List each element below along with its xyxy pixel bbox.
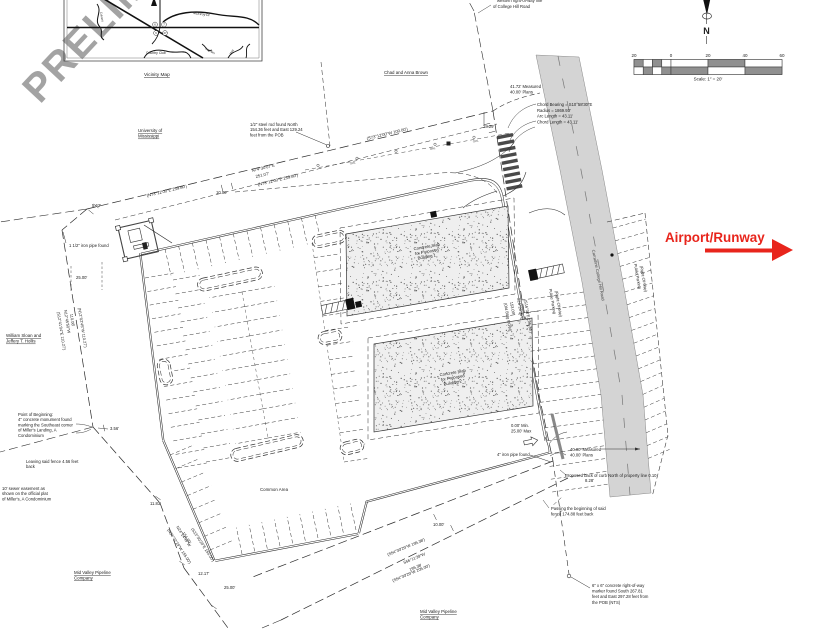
svg-text:8.28': 8.28' (585, 478, 594, 483)
svg-text:5.62': 5.62' (92, 203, 101, 208)
svg-text:40.00' Measured: 40.00' Measured (570, 447, 602, 452)
svg-text:Hwy: Hwy (228, 48, 235, 55)
svg-text:Laghlan: Laghlan (205, 46, 217, 55)
svg-text:feet from the POB: feet from the POB (250, 132, 284, 137)
svg-text:251.07′: 251.07′ (255, 171, 270, 179)
svg-text:western right-of-way line: western right-of-way line (497, 0, 543, 3)
svg-text:Concrete Slab: Concrete Slab (439, 368, 467, 378)
svg-text:N12°45′50″W: N12°45′50″W (63, 309, 72, 333)
svg-text:6: 6 (155, 31, 157, 35)
svg-text:of Miller's Landing, A: of Miller's Landing, A (18, 428, 57, 433)
svg-text:Chad and Anna Brown: Chad and Anna Brown (384, 70, 428, 75)
svg-text:Arc Length = 43.11′: Arc Length = 43.11′ (537, 114, 573, 119)
svg-text:William Sloan and: William Sloan and (6, 333, 42, 338)
svg-text:154.60′: 154.60′ (181, 531, 192, 545)
svg-text:of Miller's, A Condominium: of Miller's, A Condominium (2, 496, 52, 501)
svg-text:10.00': 10.00' (433, 522, 444, 527)
svg-text:0.00' Min.: 0.00' Min. (511, 423, 529, 428)
svg-text:Scale: 1″ = 20': Scale: 1″ = 20' (694, 77, 723, 82)
svg-text:110.08′: 110.08′ (69, 313, 76, 327)
svg-text:1 1/2" iron pipe found: 1 1/2" iron pipe found (69, 243, 109, 248)
svg-text:4" iron pipe found: 4" iron pipe found (497, 452, 530, 457)
svg-text:Condominium: Condominium (18, 433, 44, 438)
svg-text:marking the Southeast corner: marking the Southeast corner (18, 422, 74, 427)
svg-text:(S16°30′E 196.30′): (S16°30′E 196.30′) (523, 299, 534, 333)
svg-text:Chord Bearing = S10°58′30″E: Chord Bearing = S10°58′30″E (537, 102, 592, 107)
svg-text:Mid Valley Pipeline: Mid Valley Pipeline (74, 570, 111, 575)
svg-text:20: 20 (705, 53, 711, 58)
svg-text:27: 27 (163, 31, 167, 35)
svg-text:4" concrete monument found: 4" concrete monument found (18, 417, 72, 422)
svg-text:feet and East 297.28 feet from: feet and East 297.28 feet from (592, 594, 649, 599)
svg-text:6: 6 (154, 23, 156, 27)
svg-text:Common Area: Common Area (260, 487, 289, 492)
svg-text:25.00': 25.00' (224, 585, 235, 590)
svg-text:Company: Company (74, 575, 94, 580)
svg-text:41.72' Measured: 41.72' Measured (510, 84, 542, 89)
svg-text:12.17': 12.17' (198, 571, 209, 576)
svg-text:154.36 feet and East 129.24: 154.36 feet and East 129.24 (250, 127, 303, 132)
svg-text:Building 1: Building 1 (417, 252, 437, 260)
svg-text:back: back (26, 464, 36, 469)
svg-text:6" x 6" concrete right-of-way: 6" x 6" concrete right-of-way (592, 583, 645, 588)
svg-text:Company: Company (420, 614, 440, 619)
svg-text:Passing the beginning of said: Passing the beginning of said (551, 506, 606, 511)
svg-text:marker found South 267.81: marker found South 267.81 (592, 589, 643, 594)
svg-text:(S12°41′04″E 110.27′): (S12°41′04″E 110.27′) (56, 311, 67, 351)
svg-text:Building 2: Building 2 (443, 378, 463, 386)
svg-text:N: N (703, 26, 710, 36)
svg-text:40.00' Plans: 40.00' Plans (510, 89, 533, 94)
svg-text:Radius = 1869.93′: Radius = 1869.93′ (537, 108, 571, 113)
svg-text:153.09′: 153.09′ (509, 301, 516, 315)
svg-text:18.29': 18.29' (483, 124, 494, 129)
svg-text:OHL: OHL (349, 160, 356, 165)
svg-text:10.00': 10.00' (216, 190, 227, 195)
svg-text:1/2" steel rod found North: 1/2" steel rod found North (250, 122, 298, 127)
svg-text:11.83': 11.83' (150, 501, 161, 506)
svg-text:for Proposed: for Proposed (414, 247, 439, 256)
svg-text:(N12°02′45″W 110.27′): (N12°02′45″W 110.27′) (77, 307, 88, 348)
svg-text:7: 7 (163, 23, 165, 27)
svg-text:University of: University of (138, 128, 163, 133)
svg-text:10' sewer easement as: 10' sewer easement as (2, 486, 45, 491)
svg-text:Country Club: Country Club (146, 51, 166, 55)
svg-text:of College Hill Road: of College Hill Road (493, 4, 531, 9)
svg-text:(Right-Of-Way): (Right-Of-Way) (554, 290, 564, 318)
svg-text:20: 20 (631, 53, 637, 58)
svg-text:shown on the official plat: shown on the official plat (2, 491, 49, 496)
svg-text:OHL: OHL (429, 146, 436, 151)
svg-text:Culvers: Culvers (99, 11, 105, 22)
svg-text:25.00': 25.00' (76, 275, 87, 280)
svg-text:N74°30′07″E: N74°30′07″E (251, 163, 275, 173)
svg-text:Airport/Runway: Airport/Runway (665, 230, 765, 245)
svg-text:Chord Length = 43.11′: Chord Length = 43.11′ (537, 119, 578, 124)
svg-text:Concrete Slab: Concrete Slab (413, 242, 441, 252)
svg-text:Public Parking: Public Parking (548, 288, 557, 314)
svg-text:OHL: OHL (472, 138, 479, 143)
svg-text:195.38′: 195.38′ (408, 562, 422, 572)
svg-text:Vicinity Map: Vicinity Map (144, 72, 170, 78)
svg-text:0: 0 (670, 53, 673, 58)
svg-text:(Right-Of-Way): (Right-Of-Way) (639, 265, 649, 293)
svg-text:McElroy Dr: McElroy Dr (193, 11, 211, 17)
svg-text:3.56': 3.56' (110, 426, 119, 431)
svg-text:40.00' Plans: 40.00' Plans (570, 452, 593, 457)
svg-text:Public Parking: Public Parking (633, 263, 642, 289)
svg-text:Point of Beginning:: Point of Beginning: (18, 412, 53, 417)
svg-text:60: 60 (779, 53, 785, 58)
svg-text:Proposed back of curb North of: Proposed back of curb North of property … (565, 473, 657, 478)
svg-text:Mid Valley Pipeline: Mid Valley Pipeline (420, 609, 457, 614)
svg-text:the POB (NTS): the POB (NTS) (592, 600, 621, 605)
svg-text:fence 174.88 feet back: fence 174.88 feet back (551, 511, 594, 516)
svg-text:S16°26′26″E: S16°26′26″E (516, 297, 525, 320)
svg-text:40: 40 (742, 53, 748, 58)
svg-text:Mississippi: Mississippi (138, 134, 159, 139)
svg-text:25.00' Max: 25.00' Max (511, 428, 532, 433)
svg-text:Leaving said fence 4.56 feet: Leaving said fence 4.56 feet (26, 459, 79, 464)
svg-text:Jeffery T. Hollis: Jeffery T. Hollis (6, 339, 36, 344)
svg-text:(Old Bldg ROW): (Old Bldg ROW) (503, 302, 513, 332)
svg-text:for Proposed: for Proposed (440, 373, 465, 382)
